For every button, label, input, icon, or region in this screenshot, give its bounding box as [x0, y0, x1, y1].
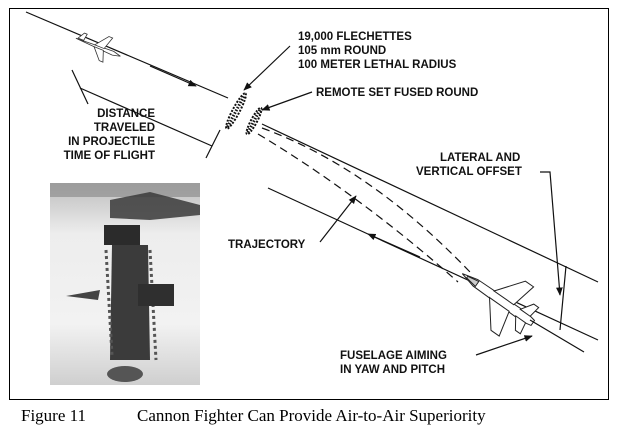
trajectory-curve-lower: [257, 133, 459, 283]
distance-label-line3: IN PROJECTILE: [68, 136, 155, 148]
remote-set-leader: [261, 91, 313, 111]
distance-tick-right: [205, 129, 221, 159]
distance-dimension-line: [79, 87, 213, 147]
fuselage-aiming-leader: [475, 335, 533, 356]
flechettes-label-line2: 105 mm ROUND: [298, 45, 386, 57]
upper-cone-line: [261, 123, 599, 283]
target-path-arrow: [149, 65, 197, 87]
fuselage-boresight-line: [529, 319, 585, 353]
flechettes-label-line3: 100 METER LETHAL RADIUS: [298, 59, 457, 71]
fuselage-aiming-label-line1: FUSELAGE AIMING: [340, 350, 447, 362]
trajectory-leader: [319, 195, 357, 243]
trajectory-arrow: [367, 233, 421, 258]
target-aircraft-icon: [75, 32, 121, 63]
trajectory-curve-upper: [261, 127, 471, 273]
lateral-offset-label-line1: LATERAL AND: [440, 152, 520, 164]
caption-figure-number: Figure 11: [21, 406, 87, 425]
flechettes-label-line1: 19,000 FLECHETTES: [298, 31, 412, 43]
offset-dimension: [559, 265, 567, 331]
distance-label-line1: DISTANCE: [97, 108, 155, 120]
remote-set-label: REMOTE SET FUSED ROUND: [316, 87, 478, 99]
flechette-burst-cloud-2: [245, 106, 263, 136]
distance-label-line4: TIME OF FLIGHT: [64, 150, 155, 162]
inset-photo: [50, 183, 200, 385]
trajectory-label: TRAJECTORY: [228, 239, 306, 251]
target-flight-path: [25, 11, 229, 99]
lateral-offset-label-line2: VERTICAL OFFSET: [416, 166, 522, 178]
flechettes-leader: [243, 45, 291, 91]
distance-label-line2: TRAVELED: [94, 122, 155, 134]
figure-caption: Figure 11 Cannon Fighter Can Provide Air…: [21, 406, 611, 428]
lower-cone-line: [267, 187, 599, 341]
fuselage-aiming-label-line2: IN YAW AND PITCH: [340, 364, 445, 376]
caption-title: Cannon Fighter Can Provide Air-to-Air Su…: [137, 406, 486, 425]
fighter-aircraft-icon: [461, 273, 540, 337]
lateral-offset-leader: [540, 171, 563, 296]
distance-tick-left: [71, 69, 89, 105]
